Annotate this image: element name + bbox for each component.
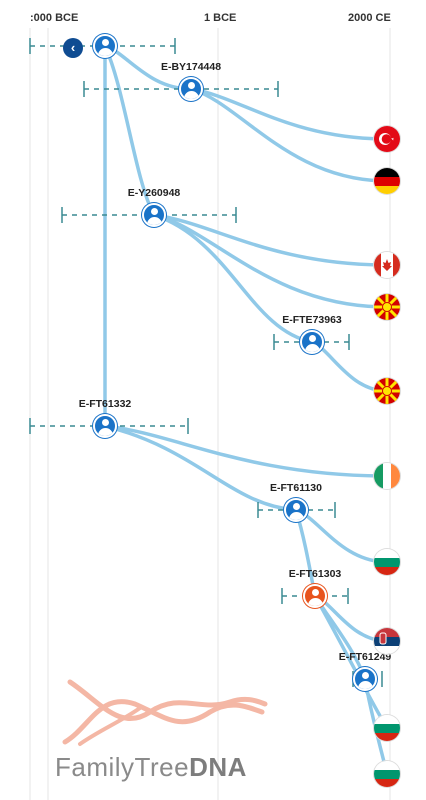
branch-line bbox=[152, 213, 389, 267]
dna-helix-logo-icon bbox=[62, 679, 268, 746]
person-icon-body bbox=[98, 428, 113, 436]
person-icon bbox=[102, 39, 109, 46]
branch-line bbox=[103, 424, 389, 478]
tree-node-e-ft61130[interactable] bbox=[284, 498, 308, 522]
flag-bulgaria-icon[interactable] bbox=[374, 715, 400, 741]
flag-bulgaria-icon[interactable] bbox=[374, 549, 400, 575]
branch-line bbox=[152, 213, 314, 344]
branch-line bbox=[152, 213, 389, 309]
person-icon-body bbox=[308, 598, 323, 606]
tree-node-e-ft61303[interactable] bbox=[303, 584, 327, 608]
flag-serbia-icon[interactable] bbox=[374, 628, 400, 654]
tree-node-e-by174448[interactable] bbox=[179, 77, 203, 101]
tree-node-root[interactable] bbox=[93, 34, 117, 58]
chevron-left-icon: ‹ bbox=[70, 40, 76, 55]
flag-north-macedonia-icon[interactable] bbox=[374, 294, 400, 320]
back-button[interactable]: ‹ bbox=[63, 38, 83, 58]
brand-logo: FamilyTreeDNA bbox=[55, 752, 247, 783]
tree-node-e-ft61249[interactable] bbox=[353, 667, 377, 691]
brand-text-light: FamilyTree bbox=[55, 752, 190, 782]
flag-north-macedonia-icon[interactable] bbox=[374, 378, 400, 404]
node-label: E-FT61130 bbox=[270, 482, 322, 494]
person-icon bbox=[151, 208, 158, 215]
person-icon bbox=[309, 335, 316, 342]
branch-line bbox=[189, 87, 389, 141]
flag-bulgaria-icon[interactable] bbox=[374, 761, 400, 787]
branch-line bbox=[294, 508, 317, 598]
node-label: E-FT61303 bbox=[288, 568, 342, 580]
tree-node-e-ft61332[interactable] bbox=[93, 414, 117, 438]
tree-node-e-y260948[interactable] bbox=[142, 203, 166, 227]
node-label: E-Y260948 bbox=[127, 187, 181, 199]
flag-canada-icon[interactable] bbox=[374, 252, 400, 278]
branch-line bbox=[103, 424, 298, 512]
flag-ireland-icon[interactable] bbox=[374, 463, 400, 489]
branch-line bbox=[189, 87, 389, 183]
person-icon-body bbox=[305, 344, 320, 352]
flag-germany-icon[interactable] bbox=[374, 168, 400, 194]
person-icon-body bbox=[289, 512, 304, 520]
node-label: E-FT61249 bbox=[338, 651, 392, 663]
person-icon bbox=[362, 672, 369, 679]
person-icon bbox=[293, 503, 300, 510]
person-icon-body bbox=[184, 91, 199, 99]
person-icon-body bbox=[358, 681, 373, 689]
branch-line bbox=[294, 508, 389, 564]
person-icon bbox=[188, 82, 195, 89]
axis-label-start: :000 BCE bbox=[30, 12, 79, 24]
flag-turkey-icon[interactable] bbox=[374, 126, 400, 152]
node-label: E-FT61332 bbox=[78, 398, 132, 410]
person-icon-body bbox=[98, 48, 113, 56]
person-icon-body bbox=[147, 217, 162, 225]
node-label: E-BY174448 bbox=[160, 61, 222, 73]
branch-line bbox=[103, 44, 156, 217]
person-icon bbox=[312, 589, 319, 596]
tree-node-e-fte73963[interactable] bbox=[300, 330, 324, 354]
axis-label-end: 2000 CE bbox=[348, 12, 391, 24]
person-icon bbox=[102, 419, 109, 426]
node-label: E-FTE73963 bbox=[282, 314, 342, 326]
brand-text-bold: DNA bbox=[189, 752, 247, 782]
axis-label-middle: 1 BCE bbox=[204, 12, 237, 24]
